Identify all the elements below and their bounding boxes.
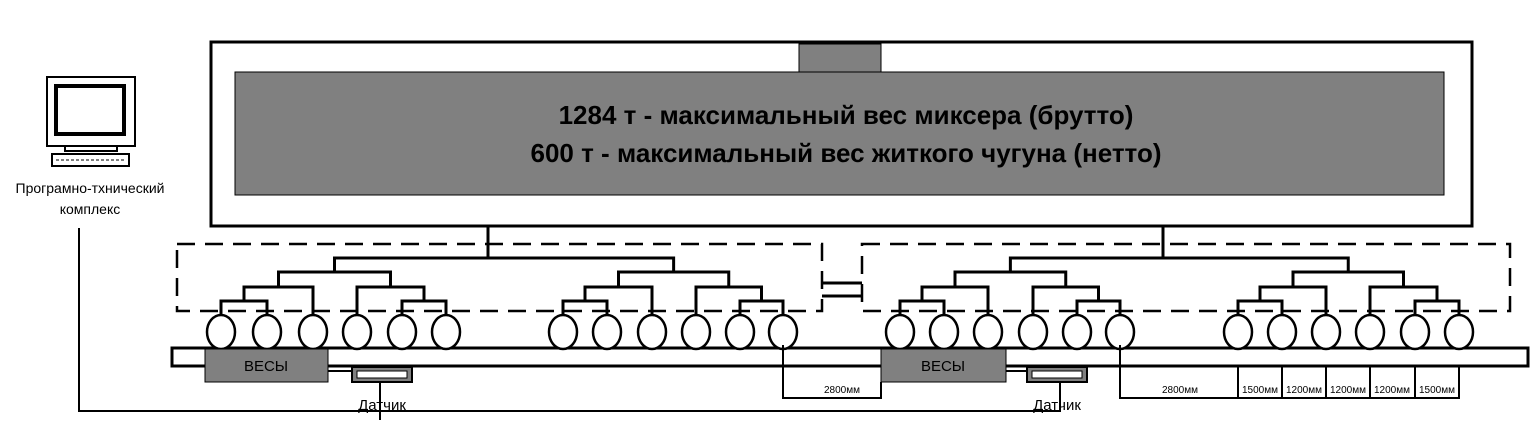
dimension-label-2: 2800мм	[1162, 385, 1198, 396]
bogie-link	[1413, 299, 1461, 315]
wheel	[1061, 313, 1093, 351]
bogie-link	[1291, 270, 1405, 287]
wheel	[636, 313, 668, 351]
spacing-label: 1200мм	[1330, 385, 1366, 396]
wheel	[928, 313, 960, 351]
spacing-label: 1200мм	[1286, 385, 1322, 396]
dimension-lines	[78, 228, 1460, 420]
sensor-icon	[1026, 366, 1088, 383]
mixer-body	[234, 71, 1445, 196]
computer-label-line2: комплекс	[60, 201, 121, 217]
wheel	[972, 313, 1004, 351]
sensor-label-1: Датчик	[358, 397, 406, 414]
bogie-link	[617, 270, 731, 287]
wheel	[205, 313, 237, 351]
bogie-trees	[219, 226, 1461, 315]
wheel	[1266, 313, 1298, 351]
wheel	[341, 313, 373, 351]
wheel	[724, 313, 756, 351]
wheel	[386, 313, 418, 351]
wheel	[591, 313, 623, 351]
wheel	[1222, 313, 1254, 351]
wheel	[680, 313, 712, 351]
wheel	[1399, 313, 1431, 351]
bogie-link	[561, 299, 609, 315]
wheel	[1104, 313, 1136, 351]
computer-icon	[46, 76, 136, 167]
sensor-label-2: Датчик	[1033, 397, 1081, 414]
dimension-label-1: 2800мм	[824, 385, 860, 396]
max-net-weight: 600 т - максимальный вес житкого чугуна …	[531, 138, 1162, 168]
wheel	[1310, 313, 1342, 351]
wheel	[884, 313, 916, 351]
bogie-link	[1008, 256, 1350, 272]
bogie-link	[333, 256, 676, 272]
computer-label-line1: Програмно-тхнический	[16, 180, 165, 196]
scale-label-1: ВЕСЫ	[244, 358, 288, 375]
bogie-link	[400, 299, 448, 315]
bogie-link	[277, 270, 392, 287]
spacing-label: 1200мм	[1374, 385, 1410, 396]
wheels	[205, 313, 1475, 351]
sensor-icon	[351, 366, 413, 383]
rail	[170, 346, 1530, 368]
coupler	[822, 281, 862, 298]
bogie-link	[219, 299, 269, 315]
bogie-link	[738, 299, 785, 315]
max-gross-weight: 1284 т - максимальный вес миксера (брутт…	[559, 100, 1134, 130]
wheel	[1017, 313, 1049, 351]
wheel	[547, 313, 579, 351]
wheel	[297, 313, 329, 351]
scale-box-1	[204, 348, 329, 383]
wheel	[251, 313, 283, 351]
bogie-link	[953, 270, 1068, 287]
bogie-frame-right	[860, 242, 1512, 313]
scale-box-2	[880, 348, 1007, 383]
bogie-link	[1075, 299, 1122, 315]
mixer-neck	[798, 43, 882, 73]
wheel	[767, 313, 799, 351]
scale-label-2: ВЕСЫ	[921, 358, 965, 375]
wheel	[1354, 313, 1386, 351]
wheel	[430, 313, 462, 351]
spacing-label: 1500мм	[1419, 385, 1455, 396]
bogie-link	[898, 299, 946, 315]
wheel	[1443, 313, 1475, 351]
spacing-label: 1500мм	[1242, 385, 1278, 396]
bogie-link	[1236, 299, 1284, 315]
bogie-frame-left	[175, 242, 824, 313]
